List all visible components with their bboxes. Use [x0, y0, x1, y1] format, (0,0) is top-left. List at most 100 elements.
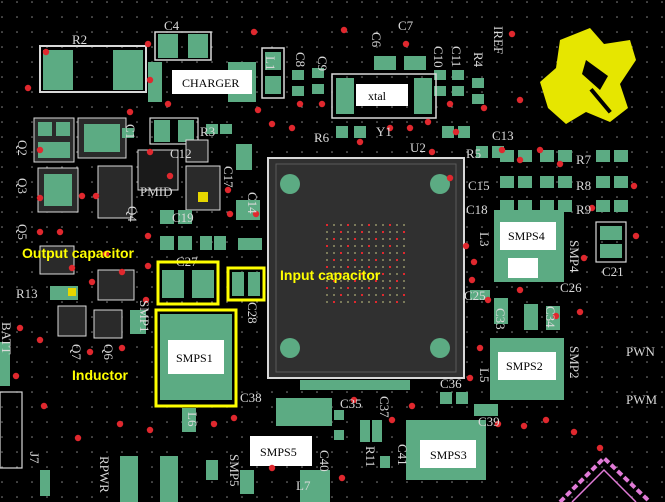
bga-ball: [389, 231, 391, 233]
ic-u2: [267, 157, 465, 379]
via: [56, 228, 64, 236]
bga-ball: [326, 287, 328, 289]
output-capacitor-highlight: [156, 260, 220, 306]
bga-ball: [347, 266, 349, 268]
bga-ball: [375, 280, 377, 282]
via: [520, 422, 528, 430]
label-l6: L6: [185, 412, 200, 427]
label-smp4: SMP4: [567, 240, 582, 273]
label-pwm: PWM: [626, 392, 658, 407]
label-c37: C37: [377, 396, 392, 418]
via: [388, 416, 396, 424]
via: [556, 160, 564, 168]
via: [16, 324, 24, 332]
label-l7: L7: [296, 478, 311, 493]
bga-ball: [333, 287, 335, 289]
bga-ball: [347, 287, 349, 289]
bga-ball: [403, 238, 405, 240]
bga-ball: [382, 294, 384, 296]
via: [92, 192, 100, 200]
via: [254, 106, 262, 114]
label-l5: L5: [477, 368, 492, 382]
label-c15: C15: [468, 178, 490, 193]
connector-outline: [558, 455, 652, 502]
via: [552, 312, 560, 320]
via: [476, 344, 484, 352]
label-r13: R13: [16, 286, 38, 301]
via: [296, 100, 304, 108]
smps5-label: SMPS5: [260, 445, 297, 459]
pad: [558, 176, 572, 188]
via: [570, 428, 578, 436]
pad: [518, 200, 532, 212]
top-small-caps: [292, 56, 484, 104]
bga-ball: [361, 231, 363, 233]
bga-ball: [354, 238, 356, 240]
bga-ball: [375, 259, 377, 261]
bga-ball: [403, 273, 405, 275]
via: [144, 232, 152, 240]
bga-ball: [333, 294, 335, 296]
bga-ball: [403, 266, 405, 268]
via: [24, 84, 32, 92]
output-capacitor-annotation: Output capacitor: [22, 245, 135, 261]
via: [126, 108, 134, 116]
via: [164, 100, 172, 108]
bga-ball: [403, 231, 405, 233]
via: [40, 402, 48, 410]
bga-ball: [361, 259, 363, 261]
bga-ball: [326, 238, 328, 240]
bga-ball: [340, 231, 342, 233]
bga-ball: [368, 245, 370, 247]
bga-ball: [382, 252, 384, 254]
bga-ball: [375, 238, 377, 240]
bga-ball: [389, 287, 391, 289]
via: [508, 30, 516, 38]
pad: [596, 150, 610, 162]
bga-ball: [368, 259, 370, 261]
label-q2: Q2: [15, 140, 30, 156]
bga-ball: [368, 224, 370, 226]
label-q7: Q7: [69, 344, 84, 360]
via: [446, 100, 454, 108]
label-r6: R6: [314, 130, 330, 145]
via: [630, 182, 638, 190]
bga-ball: [375, 294, 377, 296]
label-l1: L1: [263, 56, 278, 70]
component-q2: [33, 117, 75, 163]
bga-ball: [403, 245, 405, 247]
inductor-l6: [160, 314, 232, 432]
bga-ball: [396, 287, 398, 289]
via: [102, 250, 110, 258]
smps4-label: SMPS4: [508, 229, 545, 243]
bga-ball: [382, 224, 384, 226]
bga-ball: [340, 224, 342, 226]
label-c17: C17: [221, 166, 236, 188]
bga-ball: [347, 301, 349, 303]
bga-ball: [368, 280, 370, 282]
label-c8: C8: [293, 52, 308, 67]
bga-ball: [347, 273, 349, 275]
label-pmid: PMID: [140, 184, 173, 199]
bga-ball: [396, 266, 398, 268]
via: [576, 308, 584, 316]
label-r2: R2: [72, 32, 87, 47]
label-c4: C4: [164, 18, 180, 33]
charger-label: CHARGER: [182, 76, 239, 90]
pad: [596, 176, 610, 188]
smps3-label: SMPS3: [430, 448, 467, 462]
bga-ball: [333, 252, 335, 254]
label-c7: C7: [398, 18, 414, 33]
via: [88, 278, 96, 286]
via: [224, 186, 232, 194]
bga-ball: [347, 294, 349, 296]
bga-ball: [361, 280, 363, 282]
via: [350, 396, 358, 404]
bga-ball: [368, 294, 370, 296]
bga-ball: [340, 259, 342, 261]
via: [42, 48, 50, 56]
via: [536, 146, 544, 154]
via: [144, 40, 152, 48]
label-rpwr: RPWR: [97, 456, 112, 493]
